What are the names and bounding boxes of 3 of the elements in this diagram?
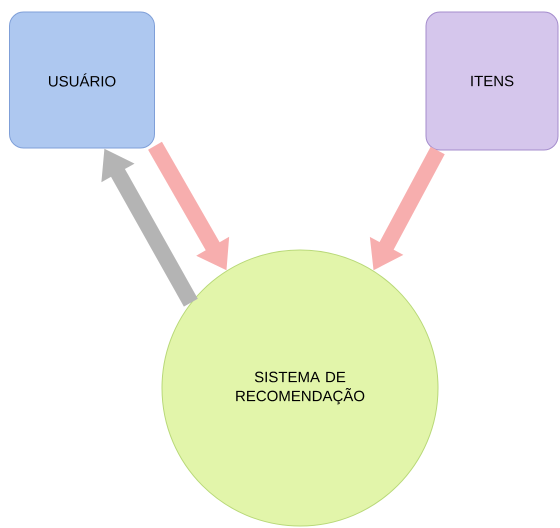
rounded-box: ITENS (426, 12, 558, 150)
circle-node: SISTEMA DE RECOMENDAÇÃO (162, 250, 438, 526)
rounded-box: USUÁRIO (9, 12, 155, 148)
